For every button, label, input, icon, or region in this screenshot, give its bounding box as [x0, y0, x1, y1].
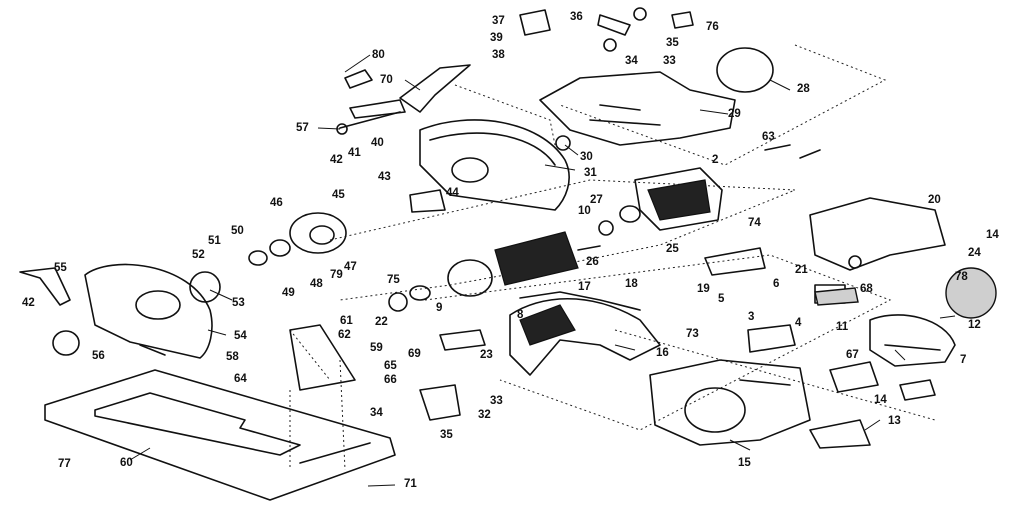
part-label: 13 [888, 415, 901, 427]
part-label: 6 [773, 278, 779, 290]
part-label: 45 [332, 189, 345, 201]
part-label: 37 [492, 15, 505, 27]
part-label: 42 [22, 297, 35, 309]
part-label: 64 [234, 373, 247, 385]
part-label: 59 [370, 342, 383, 354]
part-label: 46 [270, 197, 283, 209]
part-label: 5 [718, 293, 725, 305]
part-label: 41 [348, 147, 361, 159]
assembly-guide-lines [289, 44, 936, 471]
part-label: 30 [580, 151, 593, 163]
part-label: 48 [310, 278, 323, 290]
part-label: 54 [234, 330, 247, 342]
part-label: 34 [370, 407, 383, 419]
part-label: 49 [282, 287, 295, 299]
part-label: 66 [384, 374, 397, 386]
part-label: 79 [330, 269, 343, 281]
part-label: 7 [960, 354, 966, 366]
part-label: 68 [860, 283, 873, 295]
part-label: 58 [226, 351, 239, 363]
part-label: 51 [208, 235, 221, 247]
part-label: 29 [728, 108, 741, 120]
part-label: 36 [570, 11, 583, 23]
part-label: 18 [625, 278, 638, 290]
part-label: 33 [490, 395, 503, 407]
handle-part [509, 298, 661, 376]
part-label: 43 [378, 171, 391, 183]
part-label: 25 [666, 243, 679, 255]
part-label: 12 [968, 319, 981, 331]
part-label: 42 [330, 154, 343, 166]
part-label: 2 [712, 154, 718, 166]
lower-blade-guard-part [84, 263, 213, 359]
part-label: 16 [656, 347, 669, 359]
part-label: 73 [686, 328, 699, 340]
base-plate-part [44, 369, 396, 501]
part-label: 78 [955, 271, 968, 283]
part-label: 69 [408, 348, 421, 360]
upper-blade-guard-part [419, 119, 570, 211]
part-label: 15 [738, 457, 751, 469]
part-label: 11 [836, 321, 849, 333]
motor-stator-part [634, 167, 723, 231]
part-label: 65 [384, 360, 397, 372]
part-label: 53 [232, 297, 245, 309]
motor-housing-part [539, 47, 774, 146]
part-label: 47 [344, 261, 357, 273]
part-label: 67 [846, 349, 859, 361]
part-label: 77 [58, 458, 71, 470]
part-label: 35 [666, 37, 679, 49]
brush-holder-cover-part [809, 197, 946, 271]
part-label: 17 [578, 281, 591, 293]
small-parts [19, 7, 997, 449]
part-label: 62 [338, 329, 351, 341]
part-label: 39 [490, 32, 503, 44]
part-label: 24 [968, 247, 981, 259]
armature-part [447, 231, 601, 297]
part-label: 26 [586, 256, 599, 268]
part-label: 8 [517, 309, 524, 321]
part-label: 10 [578, 205, 591, 217]
part-label: 34 [625, 55, 638, 67]
part-label: 61 [340, 315, 353, 327]
part-label: 55 [54, 262, 67, 274]
part-label: 33 [663, 55, 676, 67]
part-label: 60 [120, 457, 133, 469]
bevel-bracket-part [869, 314, 956, 367]
gear-housing-part [649, 359, 811, 446]
part-label: 14 [874, 394, 887, 406]
part-label: 63 [762, 131, 775, 143]
part-label: 76 [706, 21, 719, 33]
part-label: 28 [797, 83, 810, 95]
part-label: 14 [986, 229, 999, 241]
part-label: 4 [795, 317, 802, 329]
part-label: 9 [436, 302, 442, 314]
part-label: 57 [296, 122, 309, 134]
part-label: 71 [404, 478, 417, 490]
part-label: 21 [795, 264, 808, 276]
part-label: 31 [584, 167, 597, 179]
part-label: 40 [371, 137, 384, 149]
part-label: 74 [748, 217, 761, 229]
part-label: 35 [440, 429, 453, 441]
part-label: 22 [375, 316, 388, 328]
part-label: 23 [480, 349, 493, 361]
leader-lines [129, 54, 956, 487]
part-label: 19 [697, 283, 710, 295]
part-label: 27 [590, 194, 603, 206]
part-label: 56 [92, 350, 105, 362]
part-label: 70 [380, 74, 393, 86]
part-label: 3 [748, 311, 754, 323]
part-label: 38 [492, 49, 505, 61]
part-label: 52 [192, 249, 205, 261]
part-label: 80 [372, 49, 385, 61]
part-label: 75 [387, 274, 400, 286]
part-label: 32 [478, 409, 491, 421]
part-label: 50 [231, 225, 244, 237]
part-label: 20 [928, 194, 941, 206]
part-label: 44 [446, 187, 459, 199]
